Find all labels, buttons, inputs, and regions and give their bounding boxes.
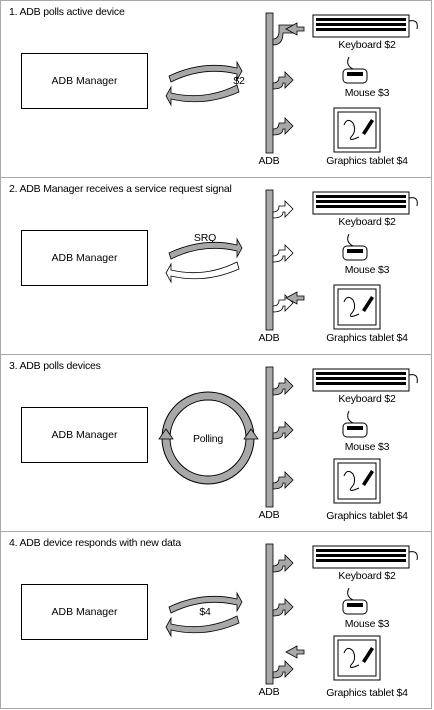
panel-graphics (165, 543, 418, 685)
keyboard-label: Keyboard $2 (338, 570, 396, 582)
branch-keyboard (272, 554, 294, 573)
tablet-label: Graphics tablet $4 (326, 687, 408, 699)
branch-mouse (272, 421, 294, 440)
adb-bus (265, 189, 274, 331)
exchange-label: Polling (192, 433, 224, 445)
mouse-label: Mouse $3 (344, 87, 390, 99)
panel-title: 3. ADB polls devices (9, 360, 101, 372)
polling-arrowhead-right (243, 428, 259, 440)
branch-mouse (272, 244, 294, 263)
mouse-label: Mouse $3 (344, 264, 390, 276)
bus-label: ADB (258, 332, 280, 344)
panel-graphics (165, 12, 418, 154)
panel-graphics (158, 366, 418, 508)
tablet-icon (333, 458, 381, 504)
adb-bus (265, 366, 274, 508)
adb-bus (265, 12, 274, 154)
active-device-arrow (285, 22, 305, 36)
tablet-icon (333, 284, 381, 330)
exchange-label: SRQ (193, 232, 217, 244)
branch-tablet (272, 117, 294, 136)
panel-1: 1. ADB polls active device ADB Manager (0, 0, 432, 178)
polling-arrowhead-left (158, 428, 174, 440)
panel-graphics (165, 189, 418, 331)
tablet-icon (333, 635, 381, 681)
mouse-icon (342, 233, 368, 261)
mouse-icon (342, 410, 368, 438)
branch-mouse (272, 71, 294, 90)
panel-title: 2. ADB Manager receives a service reques… (9, 183, 232, 195)
mouse-label: Mouse $3 (344, 618, 390, 630)
branch-tablet (272, 471, 294, 490)
branch-mouse (272, 598, 294, 617)
exchange-label: $4 (199, 606, 211, 618)
data-response-arrow (285, 645, 305, 659)
keyboard-label: Keyboard $2 (338, 393, 396, 405)
keyboard-icon (312, 14, 418, 38)
panel-2: 2. ADB Manager receives a service reques… (0, 177, 432, 355)
panel-4: 4. ADB device responds with new data ADB… (0, 531, 432, 709)
response-arrow (165, 84, 240, 107)
adb-manager-box: ADB Manager (21, 53, 148, 109)
keyboard-icon (312, 368, 418, 392)
tablet-label: Graphics tablet $4 (326, 332, 408, 344)
branch-tablet (272, 660, 294, 679)
mouse-label: Mouse $3 (344, 441, 390, 453)
panel-title: 1. ADB polls active device (9, 6, 125, 18)
exchange-label: $2 (233, 75, 245, 87)
srq-signal-arrow (285, 291, 305, 305)
bus-label: ADB (258, 509, 280, 521)
adb-manager-box: ADB Manager (21, 584, 148, 640)
bus-label: ADB (258, 686, 280, 698)
branch-keyboard (272, 200, 294, 219)
srq-arrow (168, 237, 243, 260)
keyboard-label: Keyboard $2 (338, 216, 396, 228)
panel-3: 3. ADB polls devices ADB Manager (0, 354, 432, 532)
branch-keyboard (272, 377, 294, 396)
adb-manager-box: ADB Manager (21, 407, 148, 463)
request-arrow (168, 591, 243, 614)
mouse-icon (342, 56, 368, 84)
tablet-icon (333, 107, 381, 153)
bus-label: ADB (258, 155, 280, 167)
response-arrow (165, 615, 240, 638)
tablet-label: Graphics tablet $4 (326, 155, 408, 167)
keyboard-icon (312, 191, 418, 215)
adb-manager-box: ADB Manager (21, 230, 148, 286)
keyboard-label: Keyboard $2 (338, 39, 396, 51)
panel-title: 4. ADB device responds with new data (9, 537, 181, 549)
mouse-icon (342, 587, 368, 615)
idle-arrow (165, 261, 240, 284)
tablet-label: Graphics tablet $4 (326, 510, 408, 522)
request-arrow (168, 60, 243, 83)
keyboard-icon (312, 545, 418, 569)
adb-bus (265, 543, 274, 685)
